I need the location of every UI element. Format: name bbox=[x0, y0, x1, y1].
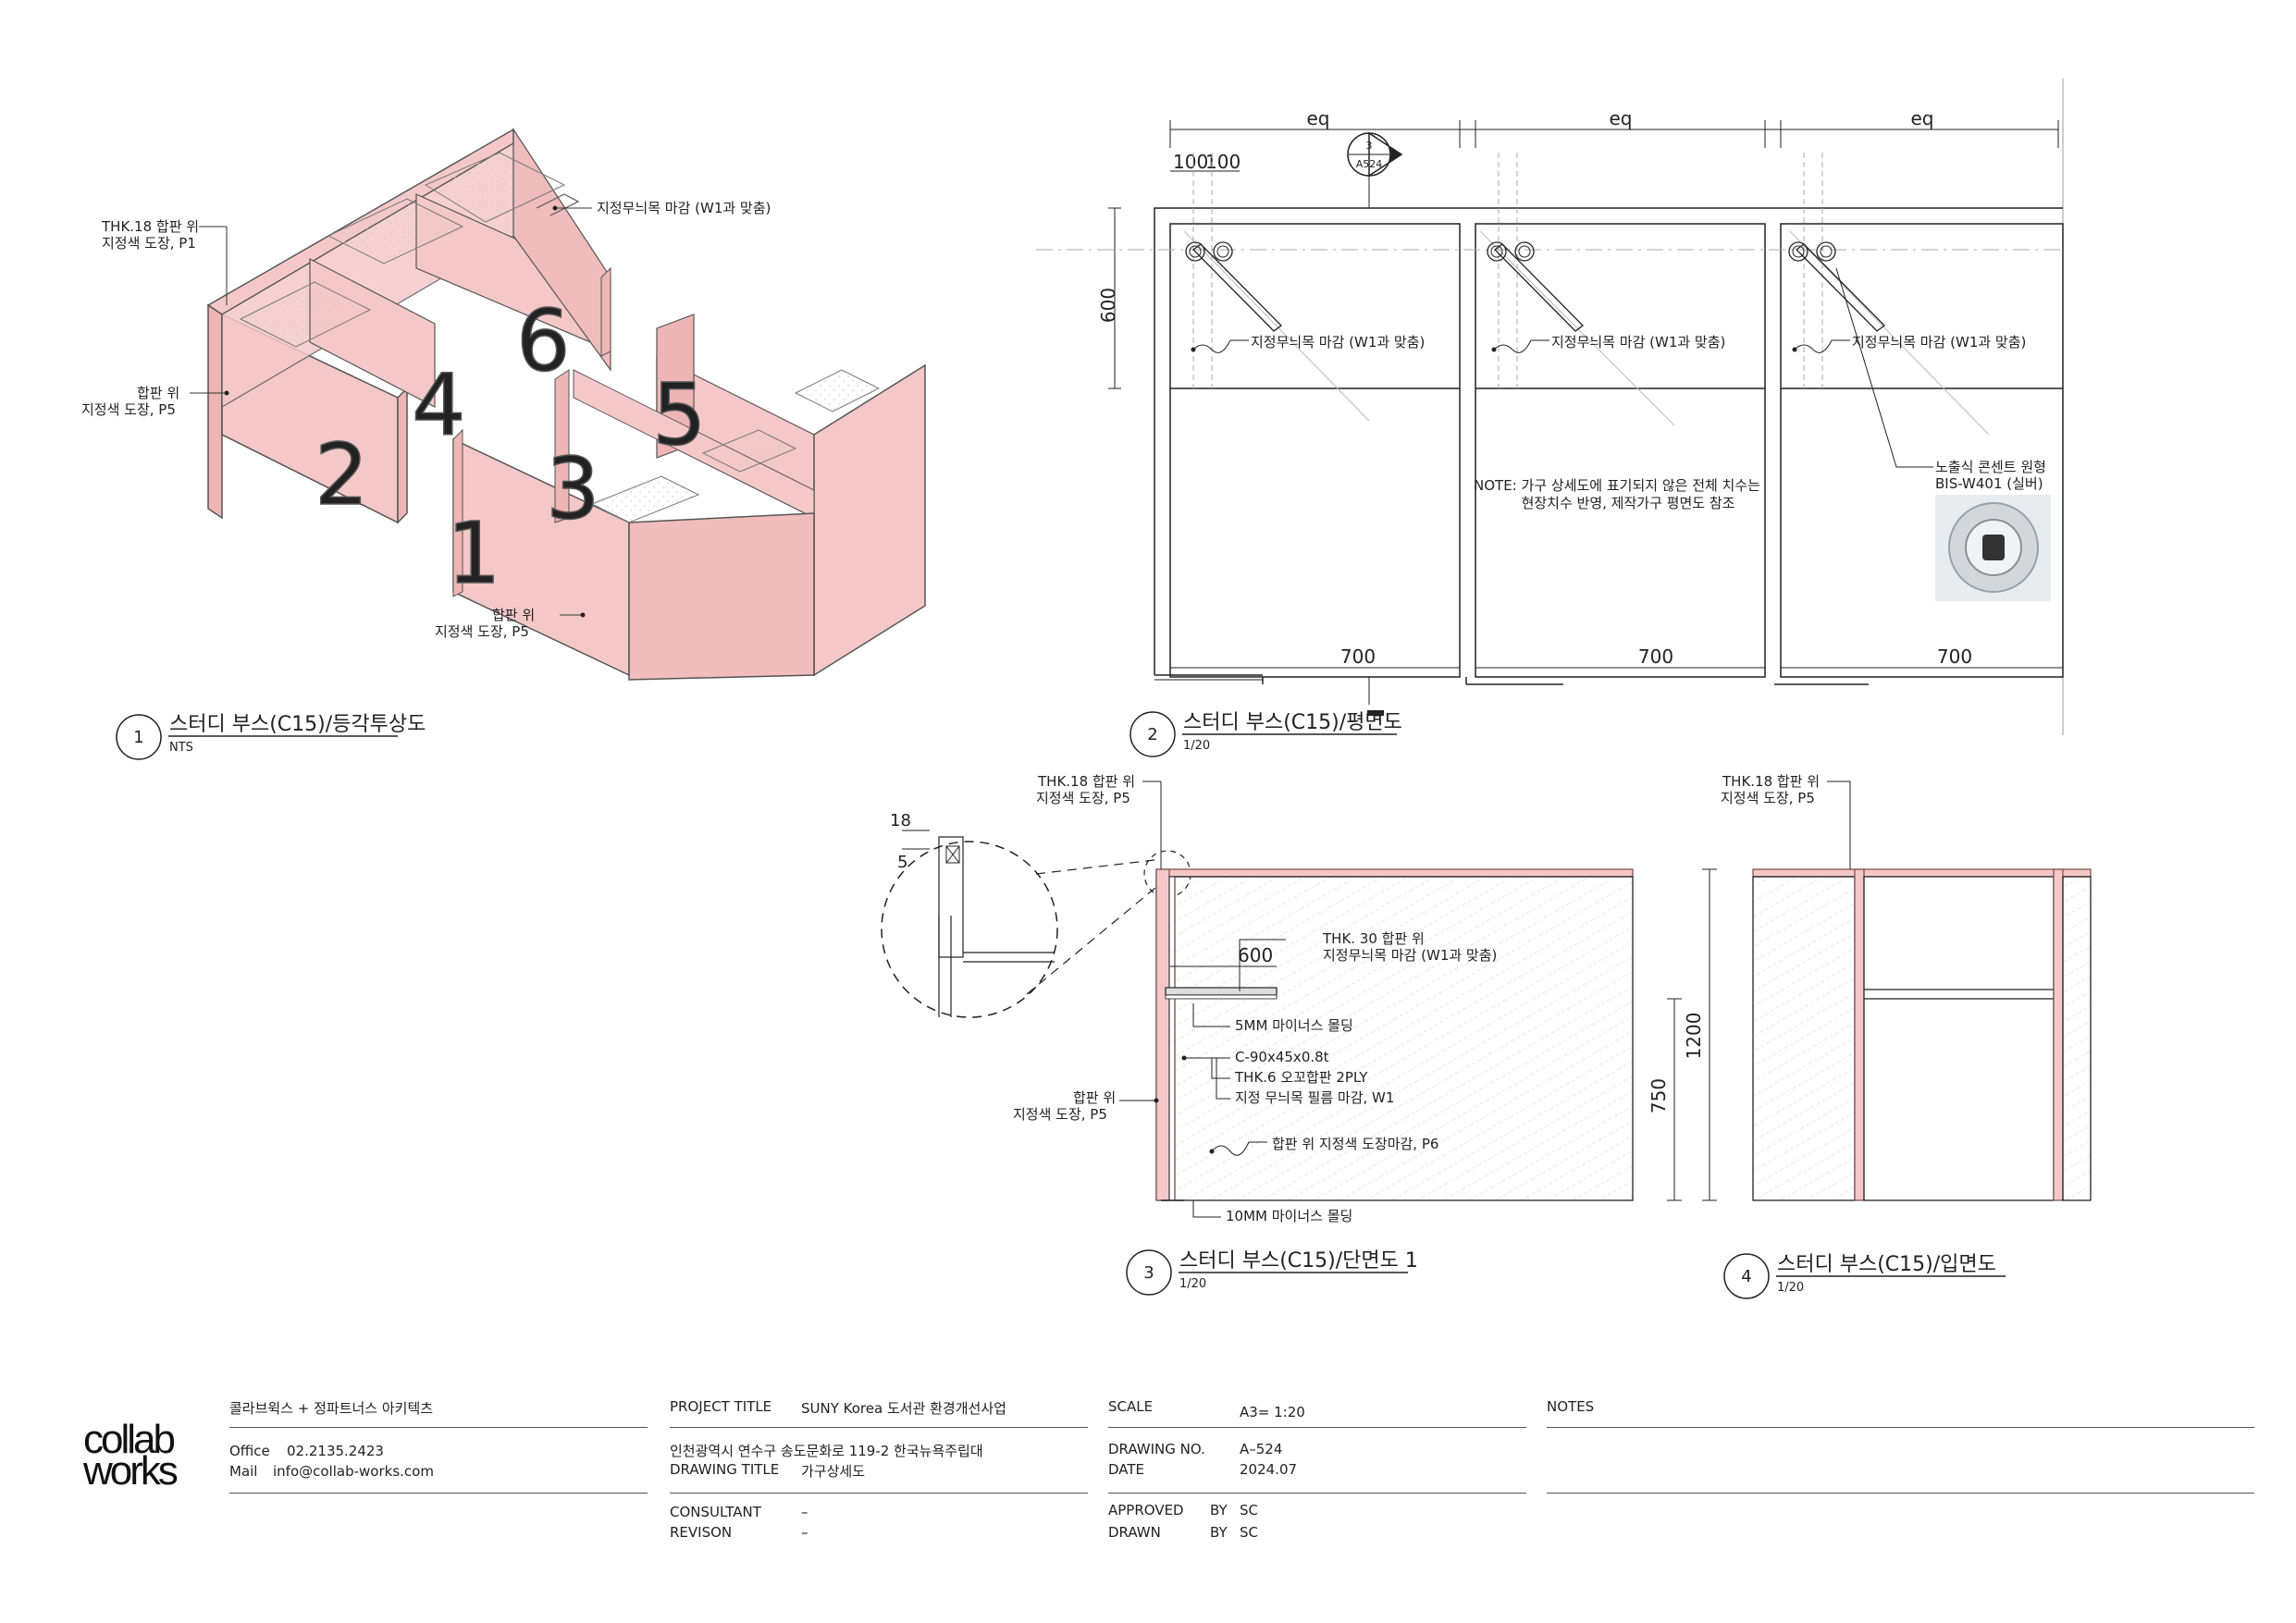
project-address: 인천광역시 연수구 송도문화로 119-2 한국뉴욕주립대 bbox=[670, 1443, 983, 1459]
plan-dim-700-1: 700 bbox=[1340, 646, 1376, 668]
section-shelf-label-2: 지정무늬목 마감 (W1과 맞춤) bbox=[1323, 947, 1497, 964]
plan-dim-eq-1: eq bbox=[1307, 107, 1330, 129]
view-1-title: 스터디 부스(C15)/등각투상도 bbox=[169, 713, 426, 736]
drawing-title-value: 가구상세도 bbox=[801, 1463, 866, 1480]
section-film-label: 지정 무늬목 필름 마감, W1 bbox=[1235, 1089, 1394, 1106]
view-3-title: 스터디 부스(C15)/단면도 1 bbox=[1179, 1249, 1418, 1273]
consultant-label: CONSULTANT bbox=[670, 1504, 761, 1520]
plan-dim-100a: 100 bbox=[1173, 151, 1208, 173]
plan-dim-eq-3: eq bbox=[1911, 107, 1934, 129]
plan-note-line-1: NOTE: 가구 상세도에 표기되지 않은 전체 치수는 bbox=[1474, 477, 1760, 494]
office-label: Office bbox=[229, 1443, 270, 1459]
section-shelf-label-1: THK. 30 합판 위 bbox=[1322, 930, 1425, 947]
view-1-scale: NTS bbox=[169, 741, 193, 755]
view-1-number: 1 bbox=[133, 728, 143, 747]
drawing-title-label: DRAWING TITLE bbox=[670, 1461, 780, 1478]
section-dim-1200: 1200 bbox=[1683, 1013, 1705, 1060]
drawn-by: BY bbox=[1210, 1524, 1228, 1541]
section-side-label-2: 지정색 도장, P5 bbox=[1013, 1106, 1107, 1123]
booth-number-3: 3 bbox=[546, 439, 600, 538]
plan-dim-700-2: 700 bbox=[1638, 646, 1673, 668]
section-paint-p6-label: 합판 위 지정색 도장마감, P6 bbox=[1272, 1136, 1438, 1152]
section-view: 18 5 600 1200 750 THK.18 합판 bbox=[881, 773, 1717, 1296]
view-2-title: 스터디 부스(C15)/평면도 bbox=[1183, 711, 1402, 734]
plan-dim-700-3: 700 bbox=[1937, 646, 1972, 668]
iso-left-label-2: 지정색 도장, P5 bbox=[81, 401, 176, 418]
iso-bottom-label-2: 지정색 도장, P5 bbox=[435, 623, 529, 640]
logo-line-1: collab bbox=[83, 1417, 176, 1462]
plan-dim-eq-2: eq bbox=[1610, 107, 1633, 129]
project-title-label: PROJECT TITLE bbox=[670, 1398, 772, 1415]
mail-value: info@collab-works.com bbox=[273, 1463, 434, 1480]
revision-value: – bbox=[801, 1524, 809, 1541]
booth-number-4: 4 bbox=[412, 356, 466, 455]
plan-outlet-label-1: 노출식 콘센트 원형 bbox=[1935, 459, 2046, 475]
isometric-view: 2 4 6 1 3 5 THK.18 합판 위 지정색 도장, P1 지정무늬목… bbox=[81, 127, 926, 760]
view-4-title: 스터디 부스(C15)/입면도 bbox=[1777, 1253, 1996, 1276]
revision-label: REVISON bbox=[670, 1524, 733, 1541]
elevation-view: THK.18 합판 위 지정색 도장, P5 4 스터디 부스(C15)/입면도… bbox=[1721, 773, 2092, 1299]
plan-finish-label-3: 지정무늬목 마감 (W1과 맞춤) bbox=[1852, 334, 2026, 350]
iso-finish-label: 지정무늬목 마감 (W1과 맞춤) bbox=[597, 200, 771, 216]
drawn-value: SC bbox=[1240, 1524, 1258, 1541]
booth-number-2: 2 bbox=[315, 425, 369, 524]
approved-value: SC bbox=[1240, 1502, 1258, 1518]
drawing-no-value: A–524 bbox=[1240, 1441, 1283, 1457]
section-top-label-2: 지정색 도장, P5 bbox=[1036, 790, 1130, 806]
booth-number-6: 6 bbox=[516, 291, 571, 390]
iso-left-label-1: 합판 위 bbox=[137, 385, 179, 401]
booth-number-5: 5 bbox=[652, 365, 707, 464]
elevation-top-label-2: 지정색 도장, P5 bbox=[1721, 790, 1815, 806]
section-dim-750: 750 bbox=[1648, 1078, 1670, 1113]
drawing-no-label: DRAWING NO. bbox=[1108, 1441, 1205, 1457]
plan-dim-100b: 100 bbox=[1205, 151, 1241, 173]
plan-section-tag-number: 3 bbox=[1366, 140, 1373, 152]
section-top-label-1: THK.18 합판 위 bbox=[1037, 773, 1135, 790]
plan-note-line-2: 현장치수 반영, 제작가구 평면도 참조 bbox=[1522, 495, 1735, 511]
drawn-label: DRAWN bbox=[1108, 1524, 1161, 1541]
section-molding-5-label: 5MM 마이너스 몰딩 bbox=[1235, 1017, 1353, 1034]
date-label: DATE bbox=[1108, 1461, 1145, 1478]
scale-label: SCALE bbox=[1108, 1398, 1154, 1415]
logo-line-2: works bbox=[83, 1448, 179, 1494]
plan-dim-600: 600 bbox=[1097, 288, 1119, 323]
company-logo: collab works bbox=[83, 1417, 179, 1494]
view-4-number: 4 bbox=[1741, 1267, 1751, 1286]
view-3-number: 3 bbox=[1143, 1263, 1154, 1283]
date-value: 2024.07 bbox=[1240, 1461, 1298, 1478]
view-2-number: 2 bbox=[1147, 725, 1157, 744]
company-name: 콜라브윅스 + 정파트너스 아키텍츠 bbox=[229, 1400, 434, 1417]
view-4-scale: 1/20 bbox=[1777, 1281, 1804, 1295]
mail-label: Mail bbox=[229, 1463, 258, 1480]
office-value: 02.2135.2423 bbox=[287, 1443, 384, 1459]
plan-finish-label-2: 지정무늬목 마감 (W1과 맞춤) bbox=[1551, 334, 1725, 350]
approved-by: BY bbox=[1210, 1502, 1228, 1518]
plan-section-tag-sheet: A524 bbox=[1356, 158, 1383, 170]
section-side-label-1: 합판 위 bbox=[1073, 1089, 1116, 1106]
iso-bottom-label-1: 합판 위 bbox=[492, 607, 535, 623]
section-dim-600: 600 bbox=[1238, 944, 1273, 966]
scale-value: A3= 1:20 bbox=[1240, 1404, 1305, 1420]
approved-label: APPROVED bbox=[1108, 1502, 1184, 1518]
section-molding-10-label: 10MM 마이너스 몰딩 bbox=[1226, 1208, 1352, 1224]
section-thk6-label: THK.6 오꼬합판 2PLY bbox=[1234, 1069, 1368, 1086]
view-2-scale: 1/20 bbox=[1183, 739, 1210, 753]
notes-label: NOTES bbox=[1547, 1398, 1595, 1415]
detail-dim-5: 5 bbox=[897, 853, 907, 872]
plan-finish-label-1: 지정무늬목 마감 (W1과 맞춤) bbox=[1251, 334, 1425, 350]
plan-view: eq eq eq 100 100 3 A524 bbox=[1036, 79, 2064, 757]
consultant-value: – bbox=[801, 1504, 809, 1520]
iso-thk-label-2: 지정색 도장, P1 bbox=[102, 235, 196, 252]
detail-dim-18: 18 bbox=[890, 811, 911, 830]
booth-number-1: 1 bbox=[447, 504, 501, 603]
iso-thk-label-1: THK.18 합판 위 bbox=[101, 218, 199, 235]
elevation-top-label-1: THK.18 합판 위 bbox=[1722, 773, 1820, 790]
project-title-value: SUNY Korea 도서관 환경개선사업 bbox=[801, 1400, 1006, 1417]
plan-outlet-label-2: BIS-W401 (실버) bbox=[1935, 475, 2043, 492]
view-3-scale: 1/20 bbox=[1179, 1277, 1206, 1291]
section-c-channel-label: C-90x45x0.8t bbox=[1235, 1049, 1329, 1065]
